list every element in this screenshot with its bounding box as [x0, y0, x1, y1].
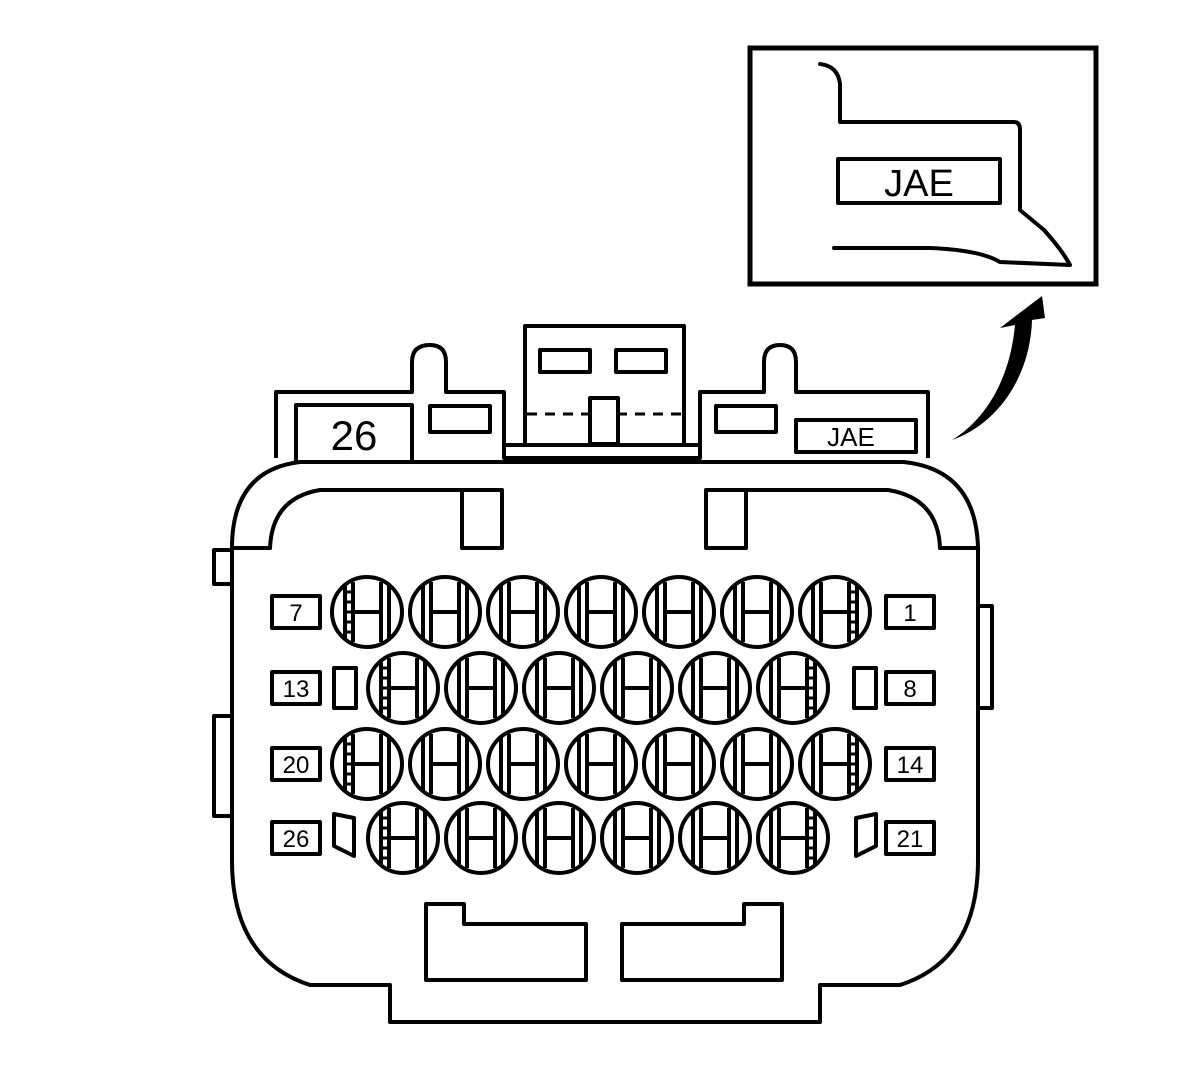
cavity: [642, 727, 716, 801]
cavity: [720, 575, 794, 649]
manufacturer-label-box: [794, 418, 918, 454]
pin-cavities: [330, 575, 872, 875]
cavity: [330, 727, 404, 801]
cavity: [366, 801, 440, 875]
row1-right-label: 1: [903, 600, 916, 627]
cavity: [366, 651, 440, 725]
cavity: [798, 575, 872, 649]
row1-right-label-box: [884, 594, 936, 630]
cavity: [408, 575, 482, 649]
detail-inset: JAE: [747, 45, 1099, 287]
detail-jae-label: JAE: [884, 163, 954, 205]
pin-labels: 7 1 13 8 20 14 26 21: [270, 594, 936, 858]
manufacturer-label: JAE: [827, 422, 875, 452]
cavity: [408, 727, 482, 801]
connector-top-housing: 26 JAE: [274, 324, 930, 465]
cavity: [486, 727, 560, 801]
cavity: [522, 651, 596, 725]
cavity: [522, 801, 596, 875]
cavity: [798, 727, 872, 801]
row2-left-label: 13: [283, 676, 310, 703]
row3-left-label-box: [270, 746, 322, 782]
cavity: [678, 651, 752, 725]
row2-right-label-box: [884, 670, 936, 706]
cavity: [600, 651, 674, 725]
row4-left-label-box: [270, 820, 322, 856]
curved-arrow-icon: [952, 296, 1045, 440]
cavity: [330, 575, 404, 649]
row2-left-label-box: [270, 670, 322, 706]
cavity: [564, 575, 638, 649]
row2-right-label: 8: [903, 676, 916, 703]
detail-jae-label-box: [836, 157, 1002, 205]
row4-right-label: 21: [897, 826, 924, 853]
row4-right-label-box: [884, 820, 936, 856]
cavity: [756, 801, 830, 875]
row4-left-label: 26: [283, 826, 310, 853]
row3-left-label: 20: [283, 752, 310, 779]
cavity: [486, 575, 560, 649]
cavity: [642, 575, 716, 649]
cavity: [444, 651, 518, 725]
cavity: [600, 801, 674, 875]
row1-left-label: 7: [289, 600, 302, 627]
row3-right-label-box: [884, 746, 936, 782]
cavity: [756, 651, 830, 725]
row3-right-label: 14: [897, 752, 924, 779]
cavity: [444, 801, 518, 875]
cavity: [564, 727, 638, 801]
row1-left-label-box: [270, 594, 322, 630]
cavity: [678, 801, 752, 875]
cavity-count-label: 26: [331, 412, 378, 459]
cavity: [720, 727, 794, 801]
